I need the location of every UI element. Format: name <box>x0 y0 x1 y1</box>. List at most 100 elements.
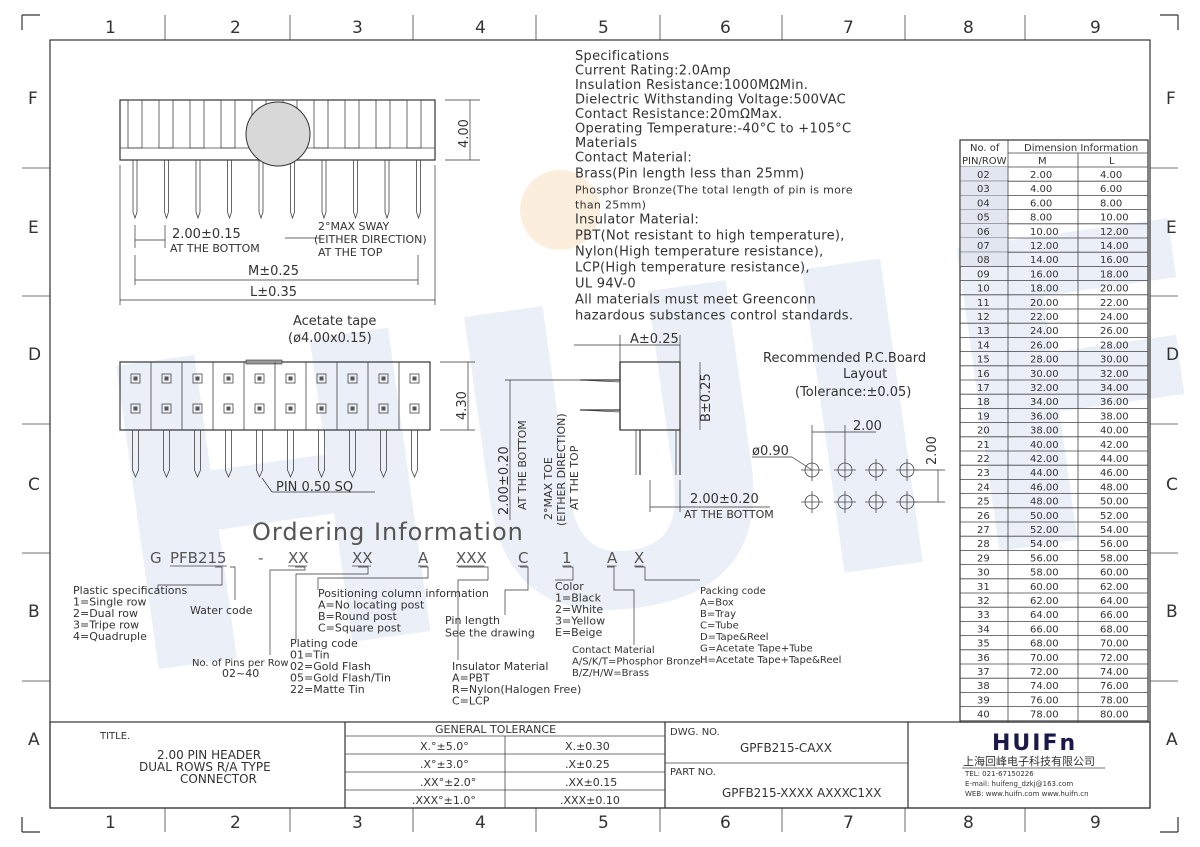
top-view-pitch-note: AT THE BOTTOM <box>170 242 260 255</box>
dimension-row-l: 54.00 <box>1100 525 1129 536</box>
ordering-plastic-line: 3=Tripe row <box>73 619 139 632</box>
ordering-plating-line: 01=Tin <box>290 649 330 662</box>
dimension-row-m: 2.00 <box>1030 170 1052 181</box>
dimension-row-m: 16.00 <box>1030 269 1059 280</box>
dimension-row-l: 8.00 <box>1100 198 1122 209</box>
dimension-row-l: 58.00 <box>1100 553 1129 564</box>
front-view-pin <box>287 430 294 479</box>
dwg-no-label: DWG. NO. <box>670 727 720 738</box>
spec-line: Brass(Pin length less than 25mm) <box>575 167 804 182</box>
top-view-pin <box>258 160 264 220</box>
dimension-row-m: 14.00 <box>1030 255 1059 266</box>
dimension-row-m: 18.00 <box>1030 284 1059 295</box>
top-view-pin <box>132 160 138 220</box>
ordering-plating-line: Plating code <box>290 637 358 650</box>
column-label-top: 7 <box>843 18 854 38</box>
dimension-row-m: 78.00 <box>1030 710 1059 721</box>
row-label-left: B <box>28 602 40 622</box>
ordering-code-segment: XX <box>288 549 309 567</box>
pcb-layout-pitch-v: 2.00 <box>925 436 940 465</box>
ordering-code-segment: G <box>150 549 162 567</box>
dimension-row-l: 52.00 <box>1100 511 1129 522</box>
ordering-pins-line: 02~40 <box>222 667 259 680</box>
ordering-pins-line: No. of Pins per Row <box>192 658 289 669</box>
dimension-row-m: 58.00 <box>1030 568 1059 579</box>
dimension-row-pins: 13 <box>977 326 990 337</box>
dimension-row-pins: 34 <box>977 624 990 635</box>
dimension-row-m: 46.00 <box>1030 482 1059 493</box>
dimension-row-m: 4.00 <box>1030 184 1052 195</box>
dimension-row-l: 50.00 <box>1100 497 1129 508</box>
front-view-contact <box>192 403 203 414</box>
ordering-plastic-line: 4=Quadruple <box>73 630 147 643</box>
dimension-row-pins: 18 <box>977 397 990 408</box>
front-view-contact <box>161 403 172 414</box>
pcb-layout-title-3: (Tolerance:±0.05) <box>795 385 911 400</box>
ordering-contact-line: Contact Material <box>572 645 655 656</box>
title-line: CONNECTOR <box>180 772 257 786</box>
front-view-contact <box>409 403 420 414</box>
dimension-row-l: 62.00 <box>1100 582 1129 593</box>
ordering-code-segment: C <box>518 549 528 567</box>
spec-line: Insulation Resistance:1000MΩMin. <box>575 78 808 93</box>
dimension-table-col-l: L <box>1109 156 1115 167</box>
pcb-layout-hole-dim: ø0.90 <box>752 444 789 459</box>
tolerance-linear: .XXX±0.10 <box>560 794 620 807</box>
top-view-pitch-dim: 2.00±0.15 <box>172 227 241 242</box>
dimension-row-pins: 23 <box>977 468 990 479</box>
top-view-pin <box>290 160 295 220</box>
column-label-top: 5 <box>598 18 609 38</box>
dimension-row-l: 36.00 <box>1100 397 1129 408</box>
dimension-row-l: 14.00 <box>1100 241 1129 252</box>
column-label-top: 2 <box>230 18 241 38</box>
dimension-row-m: 56.00 <box>1030 553 1059 564</box>
ordering-color-line: Color <box>555 580 584 593</box>
column-label-bottom: 1 <box>105 813 116 833</box>
dimension-row-pins: 29 <box>977 553 990 564</box>
side-view-toe-line3: AT THE TOP <box>568 445 581 510</box>
tolerance-angle: .XXX°±1.0° <box>412 794 476 807</box>
front-view-contact <box>316 373 327 384</box>
side-view-toe-line2: (EITHER DIRECTION) <box>555 413 568 526</box>
dimension-row-pins: 30 <box>977 568 990 579</box>
row-label-right: F <box>1166 89 1176 109</box>
dimension-row-m: 68.00 <box>1030 639 1059 650</box>
top-view-slot <box>375 99 391 149</box>
dimension-row-l: 76.00 <box>1100 681 1129 692</box>
dimension-row-m: 62.00 <box>1030 596 1059 607</box>
spec-line: PBT(Not resistant to high temperature), <box>575 229 845 244</box>
top-view-slot <box>127 99 143 149</box>
ordering-code-segment: A <box>418 549 429 567</box>
row-label-left: A <box>28 730 40 750</box>
dimension-row-l: 68.00 <box>1100 624 1129 635</box>
tolerance-linear: .XX±0.15 <box>565 776 617 789</box>
dimension-row-l: 30.00 <box>1100 355 1129 366</box>
dimension-row-m: 64.00 <box>1030 610 1059 621</box>
ordering-plating-line: 05=Gold Flash/Tin <box>290 672 391 685</box>
front-view-tape-label: Acetate tape <box>293 314 376 329</box>
ordering-water-code: Water code <box>190 604 253 617</box>
spec-line: Nylon(High temperature resistance), <box>575 245 824 260</box>
column-label-top: 4 <box>475 18 486 38</box>
dimension-row-m: 32.00 <box>1030 383 1059 394</box>
pcb-layout-title-2: Layout <box>843 367 887 382</box>
dimension-row-m: 44.00 <box>1030 468 1059 479</box>
top-view-pin <box>195 160 201 220</box>
ordering-plastic-line: Plastic specifications <box>73 584 187 597</box>
dimension-table-group: Dimension Information <box>1024 143 1138 154</box>
dimension-row-l: 34.00 <box>1100 383 1129 394</box>
company-name: 上海回峰电子科技有限公司 <box>963 754 1095 768</box>
spec-line: than 25mm) <box>575 199 646 212</box>
dimension-row-pins: 14 <box>977 340 990 351</box>
dimension-row-m: 30.00 <box>1030 369 1059 380</box>
column-label-top: 1 <box>105 18 116 38</box>
row-label-right: E <box>1166 218 1177 238</box>
dimension-row-pins: 24 <box>977 482 990 493</box>
dimension-row-l: 56.00 <box>1100 539 1129 550</box>
dimension-row-pins: 16 <box>977 369 990 380</box>
ordering-code-segment: - <box>258 549 263 567</box>
top-view-slot <box>344 99 360 149</box>
part-no-value: GPFB215-XXXX AXXXC1XX <box>722 786 881 800</box>
